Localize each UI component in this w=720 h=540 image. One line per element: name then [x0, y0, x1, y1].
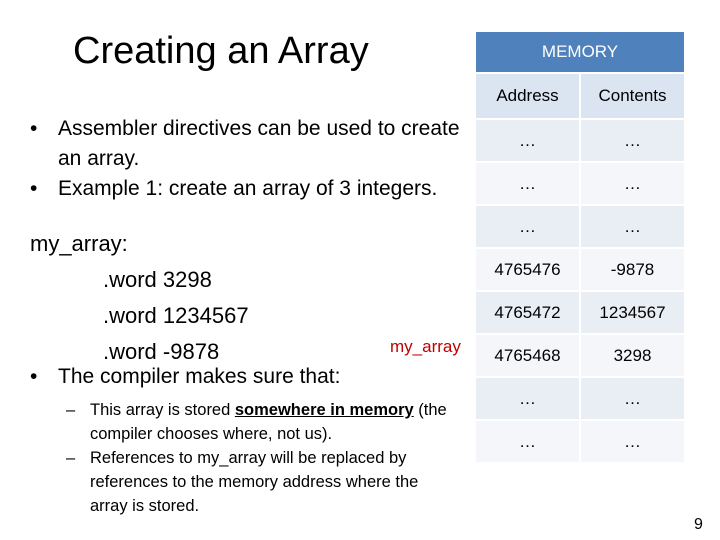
bullet-glyph: •	[30, 365, 38, 388]
column-contents: Contents	[578, 72, 687, 120]
table-row: 4765468 3298	[474, 333, 687, 378]
bullet-item: • The compiler makes sure that:	[30, 362, 470, 392]
address-cell: …	[474, 204, 581, 249]
dash-glyph: –	[66, 449, 76, 467]
contents-cell: …	[578, 204, 687, 249]
bullet-item: • Assembler directives can be used to cr…	[30, 114, 470, 174]
code-label: my_array:	[30, 231, 128, 256]
sub-bullet-item: – References to my_array will be replace…	[66, 446, 456, 518]
compiler-bullet: • The compiler makes sure that:	[30, 362, 470, 392]
address-cell: …	[474, 118, 581, 163]
sub-bullet-post: (the compiler chooses where, not us).	[90, 401, 447, 443]
address-cell: 4765476	[474, 247, 581, 292]
code-line: .word 1234567	[103, 303, 249, 328]
address-cell: …	[474, 161, 581, 206]
table-row: … …	[474, 376, 687, 421]
memory-table: MEMORY Address Contents … … … … … … 4765…	[473, 30, 687, 464]
contents-cell: …	[578, 376, 687, 421]
bullet-text: Assembler directives can be used to crea…	[58, 117, 460, 170]
code-block: my_array: .word 3298 .word 1234567 .word…	[30, 226, 249, 370]
table-row: … …	[474, 204, 687, 249]
bullet-text: Example 1: create an array of 3 integers…	[58, 177, 438, 200]
bullet-glyph: •	[30, 177, 38, 200]
contents-cell: -9878	[578, 247, 687, 292]
address-cell: 4765468	[474, 333, 581, 378]
contents-cell: …	[578, 419, 687, 464]
address-cell: 4765472	[474, 290, 581, 335]
memory-header-row: MEMORY	[473, 30, 687, 74]
column-address: Address	[474, 72, 581, 120]
table-row: … …	[474, 161, 687, 206]
contents-cell: …	[578, 118, 687, 163]
dash-glyph: –	[66, 401, 76, 419]
bullet-item: • Example 1: create an array of 3 intege…	[30, 174, 470, 204]
sub-bullet-text: References to my_array will be replaced …	[90, 449, 419, 515]
table-row: … …	[474, 118, 687, 163]
contents-cell: 3298	[578, 333, 687, 378]
address-cell: …	[474, 419, 581, 464]
bullet-text: The compiler makes sure that:	[58, 365, 341, 388]
code-line: .word 3298	[103, 267, 212, 292]
table-row: 4765476 -9878	[474, 247, 687, 292]
contents-cell: 1234567	[578, 290, 687, 335]
array-pointer-label: my_array	[390, 337, 461, 356]
address-cell: …	[474, 376, 581, 421]
table-row: … …	[474, 419, 687, 464]
slide-title: Creating an Array	[73, 30, 369, 72]
sub-bullet-item: – This array is stored somewhere in memo…	[66, 398, 456, 446]
sub-bullet-pre: This array is stored	[90, 401, 235, 419]
bullet-glyph: •	[30, 117, 38, 140]
intro-bullets: • Assembler directives can be used to cr…	[30, 114, 470, 204]
table-row: 4765472 1234567	[474, 290, 687, 335]
memory-column-row: Address Contents	[474, 72, 687, 120]
memory-header: MEMORY	[473, 30, 687, 74]
sub-bullets: – This array is stored somewhere in memo…	[66, 398, 456, 518]
sub-bullet-emphasis: somewhere in memory	[234, 401, 414, 419]
contents-cell: …	[578, 161, 687, 206]
page-number: 9	[694, 516, 703, 533]
code-line: .word -9878	[103, 339, 220, 364]
